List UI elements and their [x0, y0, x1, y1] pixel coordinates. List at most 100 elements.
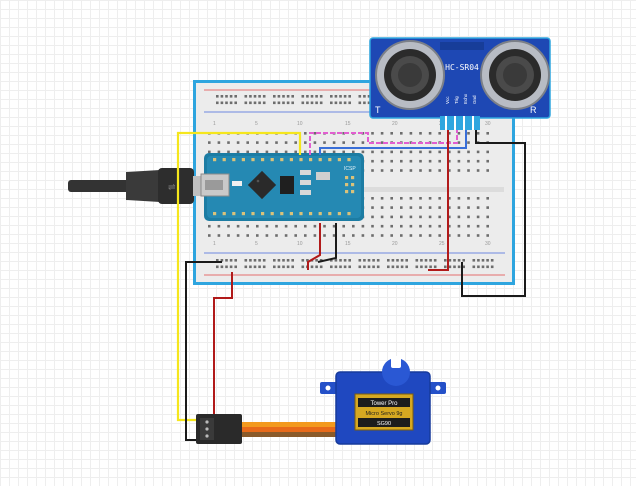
- column-label: 10: [297, 121, 303, 127]
- breadboard-hole: [380, 159, 384, 163]
- breadboard-hole: [330, 101, 333, 105]
- breadboard-hole: [282, 95, 285, 98]
- breadboard-hole: [262, 265, 266, 269]
- breadboard-hole: [486, 206, 489, 209]
- breadboard-hole: [253, 265, 257, 269]
- breadboard-hole: [361, 150, 365, 154]
- breadboard-hole: [220, 259, 224, 262]
- breadboard-hole: [371, 206, 374, 209]
- breadboard-hole: [405, 259, 408, 262]
- breadboard-hole: [428, 132, 432, 135]
- breadboard-hole: [472, 259, 476, 262]
- breadboard-hole: [352, 224, 355, 228]
- column-label: 1: [213, 241, 216, 247]
- breadboard-hole: [313, 150, 317, 154]
- breadboard-hole: [208, 234, 211, 237]
- breadboard-hole: [361, 141, 365, 144]
- breadboard-hole: [467, 234, 470, 237]
- breadboard-hole: [291, 265, 294, 269]
- breadboard-hole: [319, 101, 323, 105]
- breadboard-hole: [363, 265, 366, 269]
- breadboard-hole: [222, 158, 226, 162]
- breadboard-hole: [367, 101, 371, 105]
- breadboard-hole: [217, 224, 221, 228]
- breadboard-hole: [345, 176, 349, 180]
- breadboard-hole: [457, 215, 461, 219]
- breadboard-hole: [415, 265, 419, 269]
- breadboard-hole: [294, 150, 297, 154]
- servo-model-bar: [358, 408, 410, 417]
- breadboard-hole: [438, 150, 441, 154]
- breadboard-hole: [367, 259, 371, 262]
- breadboard-hole: [448, 169, 451, 172]
- sensor-pin-header: [440, 116, 480, 130]
- breadboard-hole: [476, 215, 480, 219]
- connector-pin: [205, 427, 209, 431]
- breadboard-hole: [225, 101, 228, 105]
- breadboard-hole: [232, 158, 236, 162]
- breadboard-hole: [343, 265, 347, 269]
- breadboard-hole: [396, 259, 399, 262]
- breadboard-hole: [361, 234, 365, 237]
- breadboard-hole: [428, 224, 432, 228]
- breadboard-hole: [294, 224, 297, 228]
- breadboard-hole: [343, 95, 347, 98]
- breadboard-hole: [380, 150, 384, 154]
- breadboard-hole: [318, 158, 322, 162]
- breadboard-hole: [433, 265, 437, 269]
- breadboard-hole: [428, 206, 432, 209]
- breadboard-hole: [249, 259, 252, 262]
- breadboard-hole: [310, 265, 314, 269]
- breadboard-hole: [380, 224, 384, 228]
- breadboard-hole: [256, 141, 259, 144]
- breadboard-hole: [428, 159, 432, 163]
- breadboard-hole: [217, 141, 221, 144]
- usb-cable-strain-relief: [126, 170, 160, 202]
- breadboard-hole: [409, 234, 413, 237]
- breadboard-hole: [472, 265, 476, 269]
- breadboard-hole: [236, 224, 240, 228]
- servo-horn: [391, 356, 401, 368]
- breadboard-hole: [334, 259, 338, 262]
- breadboard-hole: [453, 265, 456, 269]
- breadboard-hole: [352, 150, 355, 154]
- breadboard-hole: [457, 206, 461, 209]
- servo-ribbon-cable: [242, 422, 338, 437]
- breadboard-hole: [330, 95, 333, 98]
- breadboard-hole: [371, 224, 374, 228]
- breadboard-hole: [380, 234, 384, 237]
- breadboard-hole: [241, 158, 245, 162]
- column-label: 5: [255, 121, 258, 127]
- breadboard-hole: [286, 265, 290, 269]
- breadboard-hole: [457, 159, 461, 163]
- breadboard-hole: [390, 132, 393, 135]
- breadboard-hole: [216, 259, 219, 262]
- breadboard-hole: [433, 259, 437, 262]
- breadboard-hole: [301, 95, 305, 98]
- breadboard-hole: [415, 259, 419, 262]
- breadboard-hole: [380, 141, 384, 144]
- breadboard-hole: [315, 101, 318, 105]
- breadboard-hole: [467, 215, 470, 219]
- breadboard-hole: [234, 101, 237, 105]
- breadboard-hole: [236, 150, 240, 154]
- breadboard-hole: [304, 234, 307, 237]
- breadboard-hole: [367, 95, 371, 98]
- breadboard-hole: [286, 101, 290, 105]
- breadboard-hole: [284, 141, 288, 144]
- breadboard-hole: [328, 158, 332, 162]
- breadboard-hole: [409, 159, 413, 163]
- breadboard-hole: [258, 265, 261, 269]
- column-label: 1: [213, 121, 216, 127]
- breadboard-hole: [310, 101, 314, 105]
- breadboard-hole: [453, 259, 456, 262]
- breadboard-hole: [400, 259, 404, 262]
- breadboard-hole: [420, 259, 423, 262]
- breadboard-hole: [265, 150, 269, 154]
- breadboard-hole: [236, 234, 240, 237]
- breadboard-hole: [448, 197, 451, 200]
- breadboard-hole: [301, 265, 305, 269]
- breadboard-hole: [419, 197, 422, 200]
- breadboard-hole: [419, 169, 422, 172]
- breadboard-hole: [229, 265, 233, 269]
